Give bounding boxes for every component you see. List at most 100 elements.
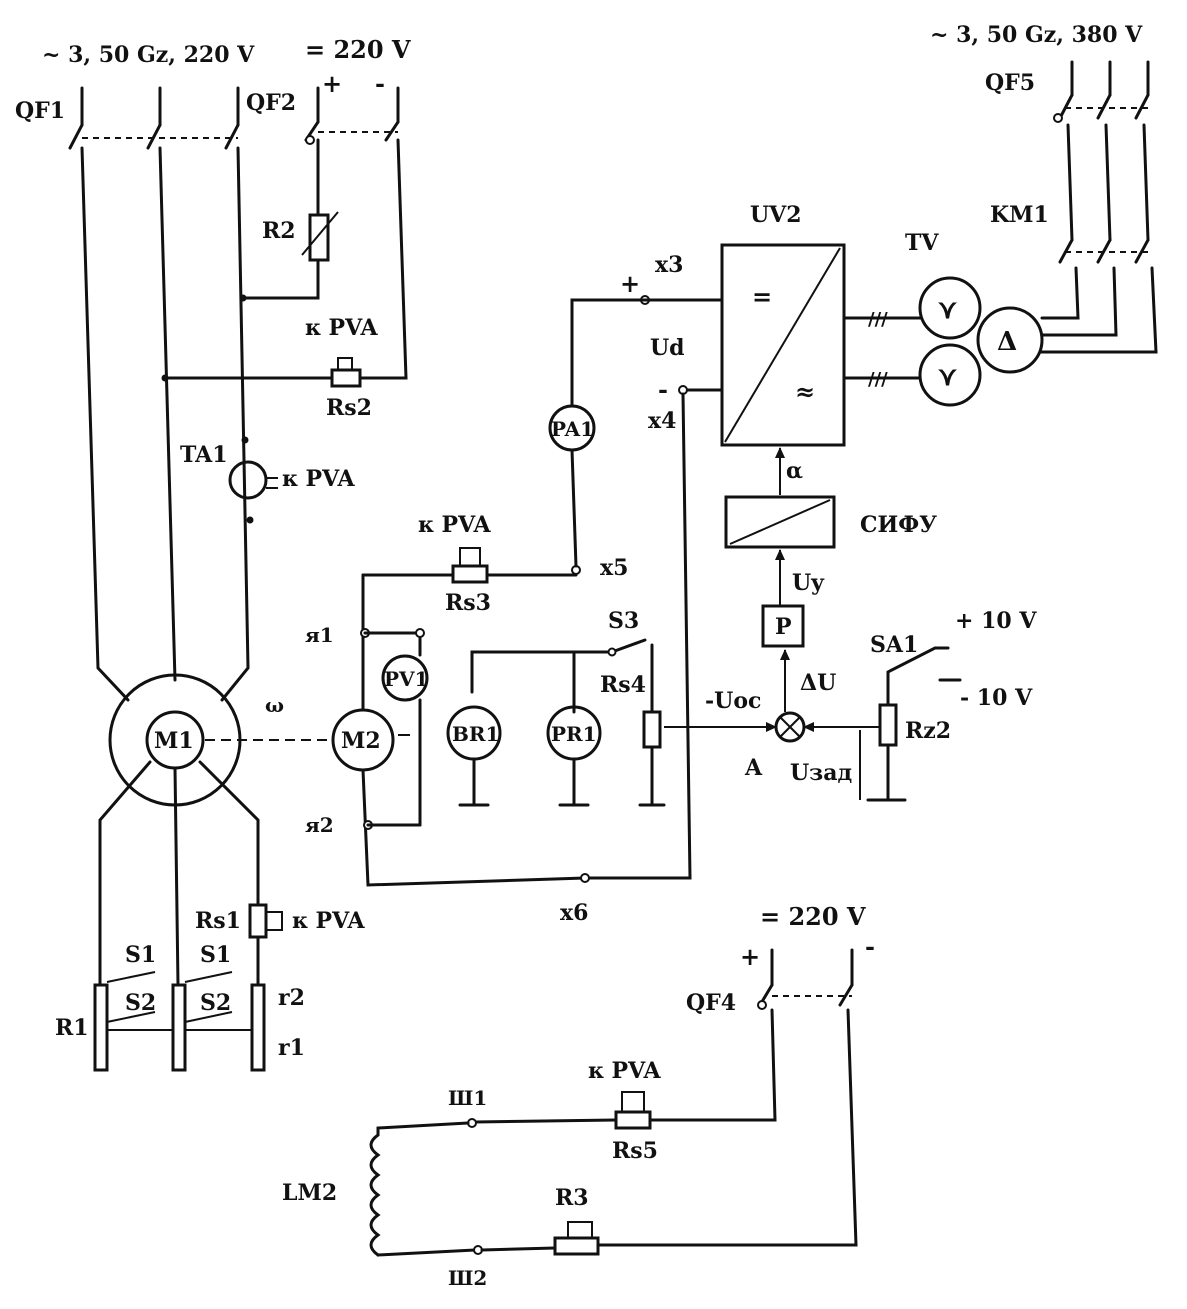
rs4-potentiometer [638,710,666,807]
qf4-label: QF4 [686,990,736,1016]
pr1-label: PR1 [551,722,597,746]
omega-label: ω [265,693,284,717]
x6-label: x6 [560,900,588,926]
lm2-field-winding [369,1121,483,1257]
br1-tachogenerator [446,705,502,807]
summing-junction [774,711,806,743]
sh1-label: Ш1 [448,1086,487,1110]
r2-tap-label: r2 [278,985,305,1011]
x5-label: x5 [600,555,628,581]
sa1-label: SA1 [870,632,918,658]
du-label: ΔU [800,670,836,696]
x4-label: x4 [648,408,676,434]
pa1-label: PA1 [551,417,594,441]
qf1-label: QF1 [15,98,65,124]
tv-transformer [918,276,1044,407]
ud-label: Ud [650,335,685,361]
s1-label-a: S1 [125,942,156,968]
minus-top-label: - [375,69,385,98]
r1-rotor-resistor [93,971,266,1072]
r2-branch [239,138,339,302]
km1-label: KM1 [990,202,1049,228]
s1-label-b: S1 [200,942,231,968]
m2-motor [331,573,587,887]
rs3-label: Rs3 [445,590,491,616]
rs3-branch [361,547,581,584]
plus-x3-label: + [620,269,640,298]
km1-contactor [1038,238,1158,354]
pva-label-rs5: к PVA [588,1058,661,1084]
m2-label: M2 [341,728,381,754]
rz2-label: Rz2 [905,718,951,744]
ya1-label: я1 [305,623,334,647]
ac220-supply-label: ~ 3, 50 Gz, 220 V [42,42,255,68]
s2-label-b: S2 [200,990,231,1016]
tv-label: TV [905,230,939,256]
pv1-label: PV1 [384,667,428,691]
s3-switch [470,638,654,714]
minus10-label: - 10 V [960,685,1033,711]
pva-label-rs1: к PVA [292,908,365,934]
tv-delta: Δ [997,327,1017,357]
pa1-ammeter [548,295,650,568]
uv2-label: UV2 [750,202,802,228]
rs5-resistor [467,1091,652,1130]
x3-label: x3 [655,252,683,278]
qf5-label: QF5 [985,70,1035,96]
pva-label-rs3: к PVA [418,512,491,538]
qf5-breaker [1053,60,1150,242]
triple-line-mark-a: /// [868,309,888,330]
qf1-breaker [68,86,240,150]
tv-star-a: ⋎ [937,295,958,325]
plus10-label: + 10 V [955,608,1037,634]
r2-label: R2 [262,218,296,244]
r3-rheostat [480,1221,600,1256]
sh2-label: Ш2 [448,1266,487,1290]
ya2-label: я2 [305,813,334,837]
s3-label: S3 [608,608,639,634]
s2-label-a: S2 [125,990,156,1016]
uos-label: -Uос [705,688,761,714]
rs1-label: Rs1 [195,908,241,934]
rs2-label: Rs2 [326,395,372,421]
pv1-voltmeter [363,628,429,827]
qf2-breaker [304,86,400,145]
triple-line-mark-b: /// [868,369,888,390]
pva-label-rs2: к PVA [305,315,378,341]
uv2-dc-symbol: = [752,282,772,311]
m1-rotor-wires [98,760,283,987]
rz2-potentiometer [803,646,962,802]
ta1-label: TA1 [180,442,228,468]
plus-top-label: + [322,69,342,98]
dc220-bottom-supply-label: = 220 V [760,902,866,931]
uv2-ac-symbol: ≈ [795,377,815,406]
p-label: P [775,614,792,640]
minus-x4-label: - [658,375,668,404]
sifu-block [724,495,836,549]
uv2-converter [720,243,846,447]
m1-label: M1 [154,728,194,754]
r1-resistor-label: R1 [55,1015,89,1041]
uzad-label: Uзад [790,760,852,786]
pva-label-ta1: к PVA [282,466,355,492]
pr1-meter [546,705,602,807]
rs2-branch [161,138,408,388]
junction-a-label: A [744,755,763,781]
r3-label: R3 [555,1185,589,1211]
rs4-label: Rs4 [600,672,646,698]
rs5-label: Rs5 [612,1138,658,1164]
plus-bottom-label: + [740,942,760,971]
r1-tap-label: r1 [278,1035,305,1061]
sifu-label: СИФУ [860,512,937,538]
ta1-transformer [228,436,278,524]
qf4-breaker [596,948,858,1247]
dc220-top-supply-label: = 220 V [305,35,411,64]
ac380-supply-label: ~ 3, 50 Gz, 380 V [930,22,1143,48]
p-regulator [761,604,805,648]
minus-bottom-label: - [865,932,875,961]
uy-label: Uy [792,570,825,596]
lm2-label: LM2 [282,1180,337,1206]
alpha-label: α [786,458,803,484]
qf2-label: QF2 [246,90,296,116]
